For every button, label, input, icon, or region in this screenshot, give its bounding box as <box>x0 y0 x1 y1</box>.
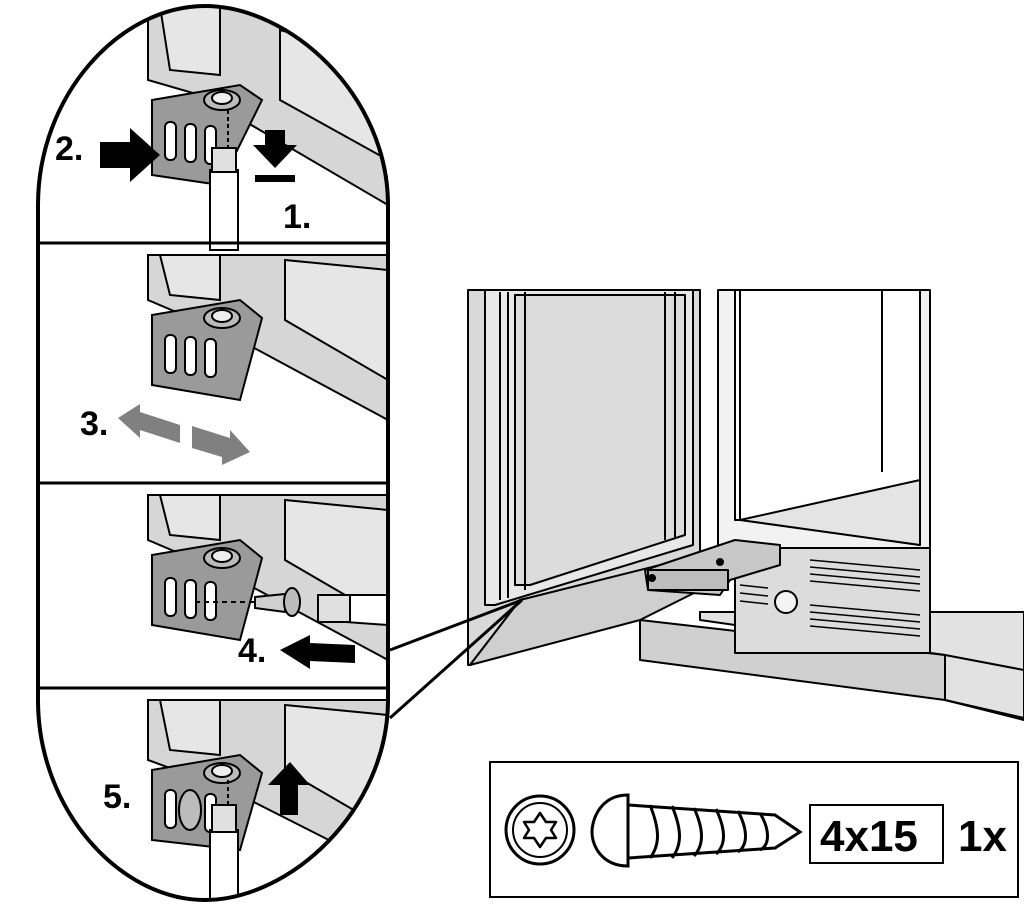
insert-left-arrow <box>280 635 355 669</box>
bracket-3 <box>151 538 264 642</box>
screw-size-box <box>809 804 944 864</box>
press-down-arrow <box>253 130 297 182</box>
bracket-1 <box>151 83 264 187</box>
step-label-5: 5. <box>103 778 131 816</box>
appliance-scene <box>467 289 1024 721</box>
fridge-shelf <box>739 479 921 546</box>
floor-line <box>944 699 1024 719</box>
capsule-outline <box>36 3 390 903</box>
push-right-arrow <box>100 128 160 182</box>
move-left-arrow <box>118 404 180 443</box>
floor-line-2 <box>944 654 1024 671</box>
callout-line-top <box>389 598 523 652</box>
screw-size-label: 4x15 <box>820 812 918 861</box>
screw-quantity-label: 1x <box>958 812 1007 861</box>
bracket-2 <box>151 298 264 402</box>
screwdriver-5 <box>209 780 239 900</box>
move-right-arrow <box>192 426 250 465</box>
callout-line-bottom <box>389 598 523 720</box>
screw-spec-box: 4x15 1x <box>489 761 1019 898</box>
step-label-2: 2. <box>55 130 83 168</box>
push-up-arrow <box>268 762 310 815</box>
torx-drive-icon <box>504 794 576 866</box>
step-label-4: 4. <box>238 632 266 670</box>
door-inner-panel <box>514 294 686 586</box>
screw-and-screwdriver-4 <box>195 587 388 627</box>
screwdriver-1 <box>209 110 239 251</box>
grille-slots <box>739 559 921 637</box>
panel-2-door <box>147 254 388 422</box>
detail-capsule <box>36 3 390 903</box>
step-label-1: 1. <box>283 198 311 236</box>
thermostat-knob <box>774 590 798 614</box>
step-label-3: 3. <box>80 405 108 443</box>
pan-head-screw-icon <box>590 793 803 868</box>
